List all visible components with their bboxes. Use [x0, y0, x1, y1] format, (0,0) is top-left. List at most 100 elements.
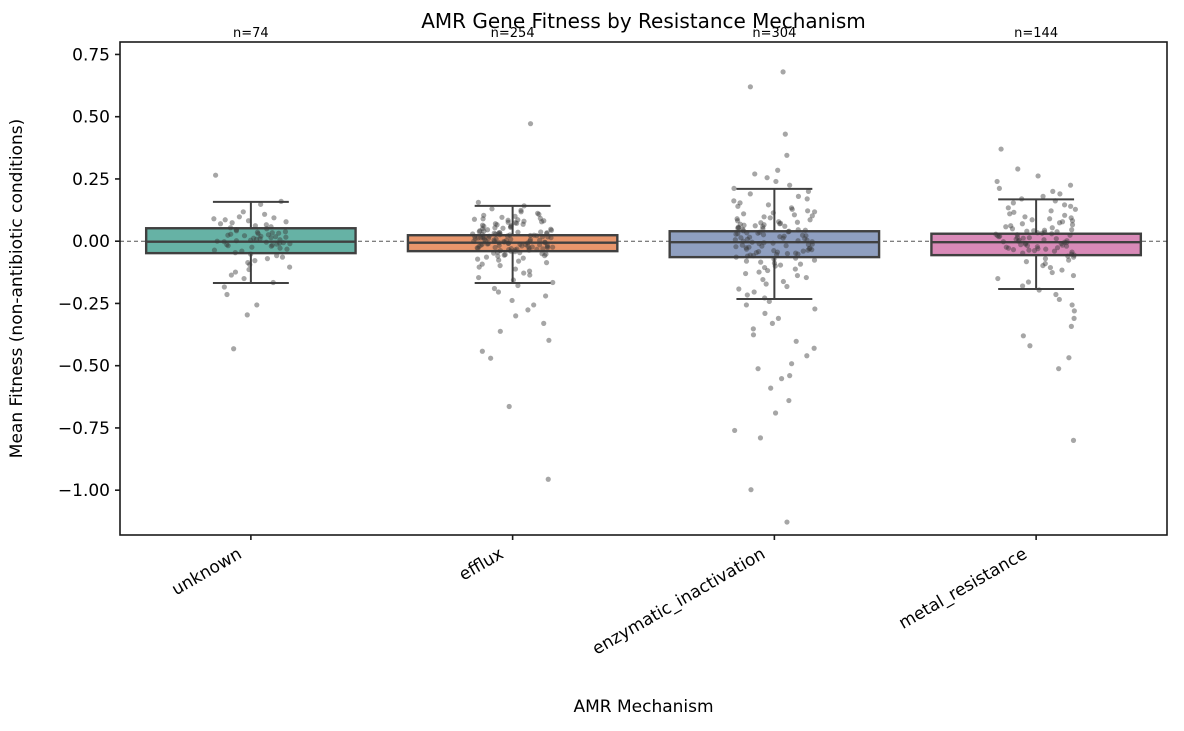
data-point: [1070, 272, 1077, 279]
data-point: [1015, 166, 1021, 172]
data-point: [1054, 245, 1061, 251]
data-point: [786, 397, 792, 404]
y-axis: 0.750.500.250.00−0.25−0.50−0.75−1.00: [58, 45, 120, 501]
data-point: [541, 218, 547, 224]
data-point: [782, 131, 788, 137]
data-point: [546, 337, 552, 343]
data-point: [491, 285, 498, 292]
data-point: [505, 219, 511, 225]
data-point: [253, 236, 260, 242]
data-point: [740, 226, 746, 232]
data-point: [534, 233, 540, 239]
data-point: [506, 240, 512, 246]
data-point: [1068, 251, 1075, 257]
data-point: [236, 214, 242, 220]
data-point: [543, 260, 550, 266]
data-point: [1047, 264, 1054, 271]
data-point: [246, 266, 252, 273]
data-point: [521, 203, 527, 209]
data-point: [478, 242, 484, 248]
data-point: [776, 219, 782, 225]
data-point: [263, 222, 269, 228]
data-point: [483, 254, 490, 260]
data-point: [477, 228, 483, 234]
data-point: [240, 209, 246, 215]
data-point: [1064, 238, 1070, 244]
axes-frame: [119, 41, 1168, 536]
data-point: [1068, 215, 1074, 221]
data-point: [770, 240, 776, 246]
data-point: [811, 345, 817, 351]
data-point: [508, 246, 514, 252]
data-point: [747, 191, 753, 197]
data-point: [211, 216, 217, 222]
data-point: [508, 223, 514, 229]
data-point: [506, 247, 512, 253]
axes-spines: [119, 41, 1168, 536]
data-point: [484, 227, 491, 233]
data-point: [794, 272, 801, 279]
data-point: [743, 245, 749, 251]
data-point: [254, 302, 260, 308]
strip-points-unknown: [211, 172, 293, 352]
x-axis-title: AMR Mechanism: [573, 697, 713, 717]
data-point: [535, 210, 541, 216]
data-point: [534, 246, 540, 253]
data-point: [539, 219, 545, 225]
data-point: [494, 222, 500, 228]
data-point: [805, 242, 812, 248]
data-point: [1040, 262, 1046, 269]
data-point: [806, 246, 812, 252]
data-point: [268, 224, 274, 230]
chart-title: AMR Gene Fitness by Resistance Mechanism: [421, 9, 866, 33]
data-point: [793, 338, 799, 344]
data-point: [780, 69, 786, 75]
data-point: [740, 238, 746, 244]
data-point: [1041, 227, 1048, 233]
data-point: [280, 240, 287, 246]
data-point: [1007, 211, 1013, 217]
y-tick-label: −0.50: [58, 357, 110, 377]
data-point: [1059, 219, 1066, 225]
box-metal_resistance: [930, 232, 1143, 257]
data-point: [495, 249, 501, 255]
data-point: [254, 229, 261, 235]
data-point: [1040, 193, 1046, 199]
data-point: [268, 243, 274, 249]
data-point: [803, 274, 809, 281]
data-point: [1039, 230, 1045, 236]
data-point: [527, 232, 533, 239]
data-point: [476, 274, 482, 281]
data-point: [1053, 291, 1059, 298]
data-point: [287, 264, 293, 270]
data-point: [795, 227, 801, 233]
data-point: [258, 233, 264, 239]
data-point: [537, 237, 543, 243]
data-point: [736, 225, 742, 231]
data-point: [761, 240, 767, 246]
data-point: [542, 239, 548, 245]
y-tick-label: 0.25: [72, 170, 110, 190]
data-point: [785, 229, 791, 235]
data-point: [1026, 247, 1032, 253]
data-point: [515, 229, 521, 235]
data-point: [747, 84, 753, 90]
data-point: [279, 254, 286, 260]
data-point: [734, 216, 740, 222]
data-point: [283, 219, 289, 225]
data-point: [211, 247, 218, 253]
data-point: [777, 220, 784, 226]
data-point: [531, 232, 537, 238]
data-point: [760, 232, 767, 238]
data-point: [287, 241, 293, 247]
data-point: [214, 238, 220, 244]
data-point: [800, 248, 806, 254]
data-point: [537, 242, 543, 248]
data-point: [481, 236, 488, 243]
data-point: [755, 366, 761, 372]
data-point: [258, 201, 264, 207]
data-point: [493, 236, 499, 242]
data-point: [1015, 238, 1022, 244]
data-point: [995, 275, 1001, 282]
data-point: [1010, 247, 1017, 253]
